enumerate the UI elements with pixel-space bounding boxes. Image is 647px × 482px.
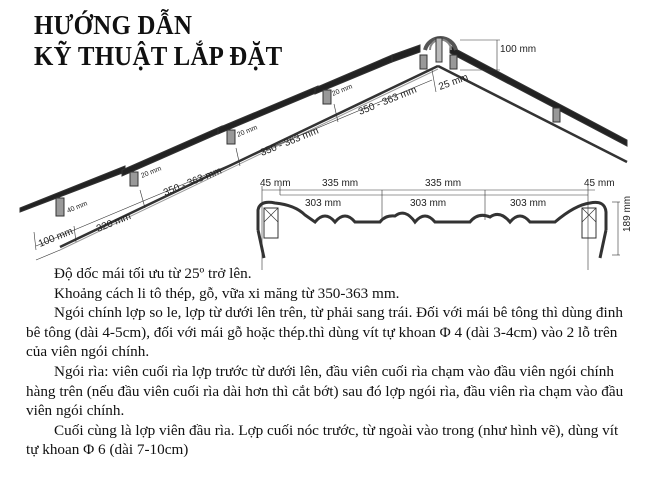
title-line-1: HƯỚNG DẪN xyxy=(34,10,193,40)
profile-inner-dim-label: 303 mm xyxy=(305,198,341,209)
profile-dim-label: 45 mm xyxy=(260,178,291,189)
paragraph: Ngói rìa: viên cuối rìa lợp trước từ dướ… xyxy=(26,362,624,420)
paragraph: Khoảng cách li tô thép, gỗ, vữa xi măng … xyxy=(54,284,400,302)
right-rafter xyxy=(437,64,628,164)
tile-profile-diagram xyxy=(256,186,620,270)
first-batten-label: 40 mm xyxy=(66,200,89,215)
tile-row xyxy=(121,125,223,177)
overlap-label: 20 mm xyxy=(140,165,163,180)
profile-dim-label: 335 mm xyxy=(425,178,461,189)
profile-dim-label: 45 mm xyxy=(584,178,615,189)
spacing-label: 350 - 363 mm xyxy=(162,165,223,198)
title-line-2: KỸ THUẬT LẮP ĐẶT xyxy=(34,41,283,71)
roof-section-diagram: 100 mm 25 mm 20 mm 20 mm 20 mm 40 mm 100… xyxy=(19,36,633,270)
paragraph: Ngói chính lợp so le, lợp từ dưới lên tr… xyxy=(26,304,623,361)
profile-inner-dim-label: 303 mm xyxy=(510,198,546,209)
instructions-text: Độ dốc mái tối ưu từ 25º trở lên. Khoảng… xyxy=(26,264,626,460)
tile-row xyxy=(217,85,319,135)
page-title: HƯỚNG DẪN KỸ THUẬT LẮP ĐẶT xyxy=(34,10,283,72)
profile-inner-dim-label: 303 mm xyxy=(410,198,446,209)
spacing-label: 350 - 363 mm xyxy=(259,125,320,158)
first-spacing-label: 320 mm xyxy=(95,211,133,235)
ridge-height-label: 100 mm xyxy=(500,44,536,55)
profile-dim-label: 335 mm xyxy=(322,178,358,189)
paragraph: Cuối cùng là lợp viên đầu rìa. Lợp cuối … xyxy=(26,421,619,459)
paragraph: Độ dốc mái tối ưu từ 25º trở lên. xyxy=(54,265,252,282)
tile-row xyxy=(314,54,393,95)
overlap-label: 20 mm xyxy=(236,124,259,139)
tile-row xyxy=(449,45,628,147)
profile-height-label: 189 mm xyxy=(622,196,633,232)
